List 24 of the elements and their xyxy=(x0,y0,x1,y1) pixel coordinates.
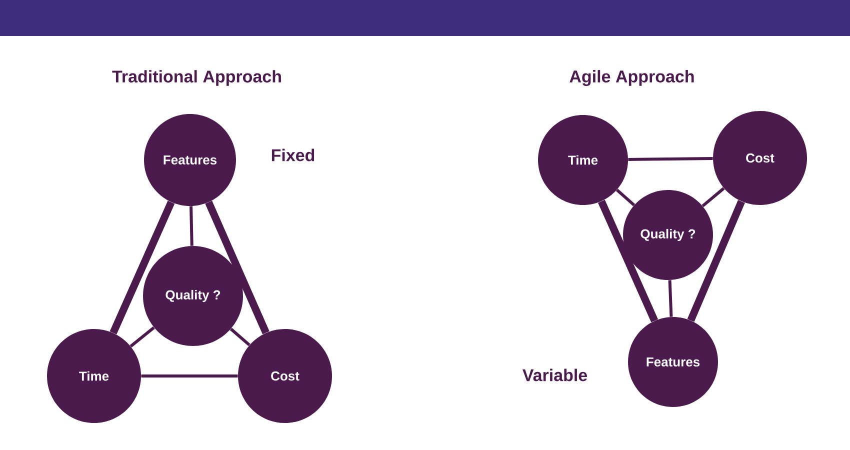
circle-node: Cost xyxy=(713,111,807,205)
circle-node: Quality ? xyxy=(623,190,713,280)
connector-line xyxy=(668,280,673,317)
connector-line xyxy=(628,157,713,161)
connector-line xyxy=(230,328,250,346)
heading-text: Agile Approach xyxy=(570,70,694,86)
connector-line xyxy=(687,200,745,322)
connector-line xyxy=(598,200,658,322)
circle-node: Features xyxy=(144,114,236,206)
heading-text: Fixed xyxy=(272,148,314,162)
circle-node: Quality ? xyxy=(143,246,243,346)
connector-line xyxy=(616,188,636,206)
heading-text: Traditional Approach xyxy=(112,70,281,86)
connector-line xyxy=(702,187,725,208)
connector-line xyxy=(205,200,270,334)
connector-line xyxy=(190,206,194,246)
connector-line xyxy=(141,374,238,378)
circle-node: Features xyxy=(628,317,718,407)
circle-node: Cost xyxy=(238,329,332,423)
connector-line xyxy=(130,326,155,348)
circle-node: Time xyxy=(538,115,628,205)
heading-text: Variable xyxy=(522,368,588,382)
circle-node: Time xyxy=(47,329,141,423)
connector-line xyxy=(110,200,175,334)
